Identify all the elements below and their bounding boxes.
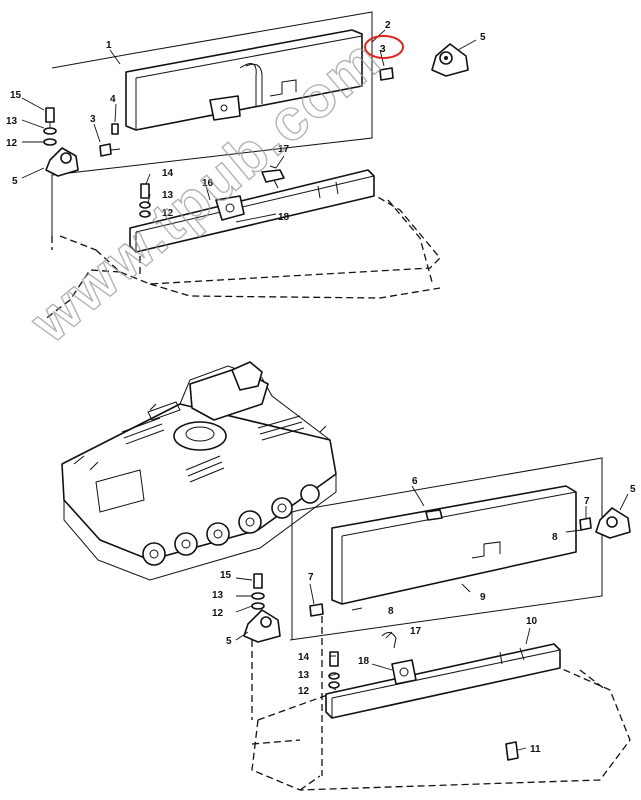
bottom-hull-outline <box>251 667 631 791</box>
callout-2: 2 <box>385 20 391 31</box>
callout-12-lower-b: 12 <box>298 686 310 697</box>
cover-panel <box>125 29 363 131</box>
callout-5-right: 5 <box>480 32 486 43</box>
callout-14: 14 <box>162 168 174 179</box>
callout-7-right: 7 <box>584 496 590 507</box>
top-hull-outline <box>43 195 441 321</box>
callout-8-right: 8 <box>552 532 558 543</box>
callout-1: 1 <box>106 40 112 51</box>
callout-18-lower: 18 <box>358 656 370 667</box>
callout-4: 4 <box>110 94 116 105</box>
callout-15: 15 <box>10 90 22 101</box>
callout-11: 11 <box>530 744 541 755</box>
lower-rail <box>129 165 375 253</box>
callout-7-left: 7 <box>308 572 314 583</box>
callout-16: 16 <box>202 178 214 189</box>
callout-15-lower: 15 <box>220 570 232 581</box>
callout-3-left: 3 <box>90 114 96 125</box>
callout-5-left: 5 <box>12 176 18 187</box>
screw-4 <box>111 123 119 135</box>
callout-17: 17 <box>278 144 290 155</box>
hinge-bracket-lower-right <box>595 507 631 539</box>
callout-13: 13 <box>6 116 18 127</box>
callout-12: 12 <box>6 138 18 149</box>
callout-6: 6 <box>412 476 418 487</box>
callout-17-lower: 17 <box>410 626 422 637</box>
hinge-bracket-left <box>43 107 79 177</box>
top-assembly: 1 2 3 3 4 5 5 15 13 12 14 13 12 16 17 18 <box>6 11 486 321</box>
cover-panel-lower <box>331 485 577 605</box>
callout-5-lower-right: 5 <box>630 484 636 495</box>
callout-18: 18 <box>278 212 290 223</box>
callout-13-lower: 13 <box>162 190 174 201</box>
pin-7-left <box>309 603 324 617</box>
callout-12-lower-a: 12 <box>212 608 224 619</box>
callout-12-lower: 12 <box>162 208 174 219</box>
vehicle-illustration <box>61 361 337 581</box>
bottom-assembly: 6 5 7 8 9 15 13 12 5 7 8 17 10 14 18 13 … <box>212 457 636 791</box>
top-frame-outline <box>51 11 373 236</box>
lower-rail-bottom <box>325 643 561 719</box>
hinge-pin-left <box>99 143 112 157</box>
pin-7-right <box>579 517 592 531</box>
callout-9: 9 <box>480 592 486 603</box>
callout-13-lower-b: 13 <box>298 670 310 681</box>
callout-13-lower-a: 13 <box>212 590 224 601</box>
callout-8-left: 8 <box>388 606 394 617</box>
hinge-pin-right <box>379 67 394 81</box>
hinge-bracket-lower-left <box>243 573 281 643</box>
hinge-bracket-right <box>431 43 469 77</box>
callout-5-lower-left: 5 <box>226 636 232 647</box>
highlight-circle <box>364 35 404 59</box>
callout-3-highlighted: 3 <box>380 44 386 55</box>
callout-10: 10 <box>526 616 538 627</box>
callout-14-lower: 14 <box>298 652 310 663</box>
